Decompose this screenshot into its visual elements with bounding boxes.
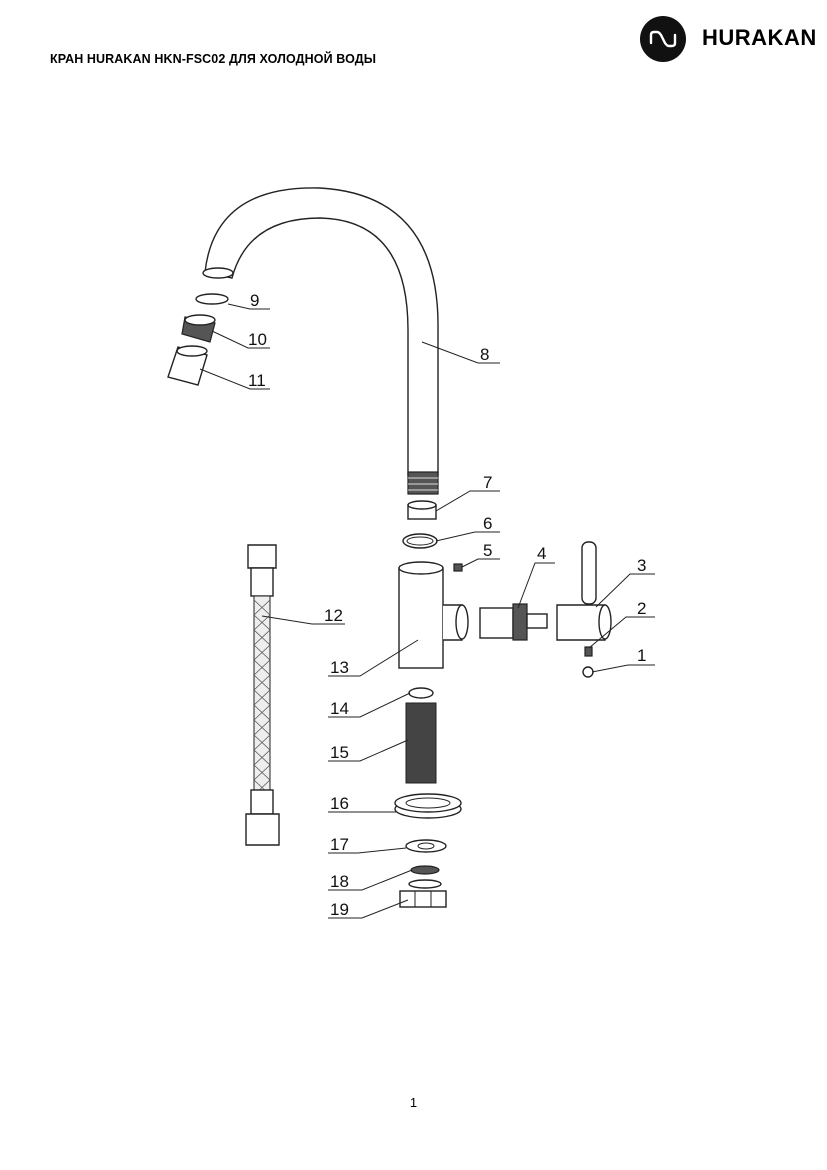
cap-part — [582, 666, 594, 678]
callout-2: 2 — [637, 599, 646, 618]
aerator-part — [181, 314, 216, 343]
screw-part — [453, 563, 463, 572]
callout-15: 15 — [330, 743, 349, 762]
callout-11: 11 — [248, 371, 266, 390]
callout-1: 1 — [637, 646, 646, 665]
hurakan-logo-icon — [640, 16, 686, 62]
callout-6: 6 — [483, 514, 492, 533]
callout-10: 10 — [248, 330, 267, 349]
callout-17: 17 — [330, 835, 349, 854]
callout-9: 9 — [250, 291, 259, 310]
spout-part — [202, 187, 439, 495]
logo-wordmark: HURAKAN — [702, 25, 817, 50]
set-screw-part — [584, 646, 593, 657]
washer-part — [405, 839, 447, 853]
callout-19: 19 — [330, 900, 349, 919]
mounting-nut-part — [399, 890, 447, 908]
large-washer-part — [394, 793, 462, 819]
brand-logo: HURAKAN — [640, 16, 816, 62]
callout-16: 16 — [330, 794, 349, 813]
callout-4: 4 — [537, 544, 546, 563]
document-title: КРАН HURAKAN HKN-FSC02 ДЛЯ ХОЛОДНОЙ ВОДЫ — [50, 52, 377, 66]
callout-14: 14 — [330, 699, 349, 718]
page-number: 1 — [409, 1095, 418, 1110]
callout-18: 18 — [330, 872, 349, 891]
callout-5: 5 — [483, 541, 492, 560]
faucet-body-part — [398, 561, 469, 669]
thin-washer-part — [408, 865, 442, 889]
aerator-housing-part — [167, 345, 208, 386]
threaded-rod-part — [405, 702, 437, 784]
callout-7: 7 — [483, 473, 492, 492]
cartridge-part — [479, 603, 548, 641]
seal-ring-part — [195, 293, 229, 305]
nut-part — [407, 500, 437, 520]
small-o-ring-part — [408, 687, 434, 699]
flexible-hose-part — [245, 544, 280, 846]
callout-8: 8 — [480, 345, 489, 364]
o-ring-part — [402, 533, 438, 549]
leader-lines — [199, 303, 655, 919]
callout-3: 3 — [637, 556, 646, 575]
callout-13: 13 — [330, 658, 349, 677]
handle-part — [556, 541, 612, 641]
callout-12: 12 — [324, 606, 343, 625]
